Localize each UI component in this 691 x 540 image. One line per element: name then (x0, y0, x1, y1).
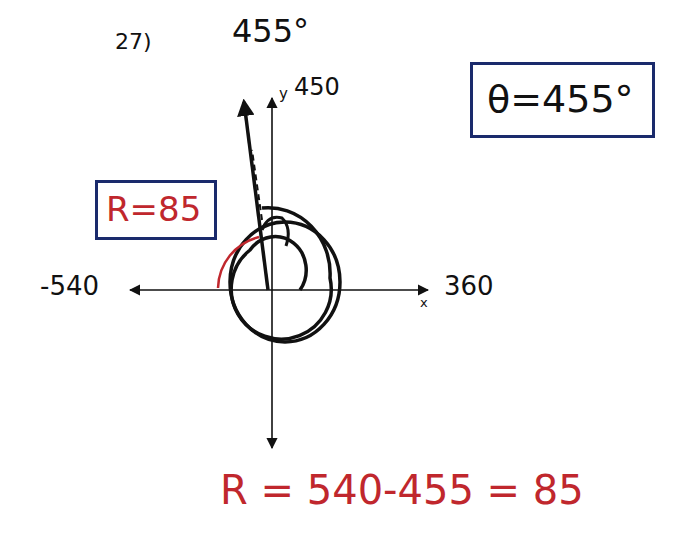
terminal-side (244, 102, 268, 290)
box-text: θ=455° (487, 79, 638, 121)
answer-box: R=85 (95, 180, 217, 240)
terminal-side-stroke (252, 150, 262, 220)
angle-mark: -540 (40, 272, 99, 301)
angle-box: θ=455° (470, 62, 655, 138)
axis-label: x (420, 296, 428, 310)
angle-mark: 360 (444, 272, 494, 301)
rotation-hook (262, 217, 288, 246)
problem-number: 27) (115, 30, 152, 54)
rotation-spiral (231, 208, 331, 339)
axis-label: y (279, 86, 288, 103)
worked-answer: R = 540-455 = 85 (220, 468, 584, 512)
x-axis (130, 289, 428, 291)
angle-heading: 455° (232, 14, 309, 49)
reference-angle-arc (218, 237, 259, 288)
rotation-loop (230, 222, 340, 342)
y-axis (271, 98, 273, 448)
box-text: R=85 (106, 191, 206, 228)
angle-mark: 450 (294, 74, 340, 100)
